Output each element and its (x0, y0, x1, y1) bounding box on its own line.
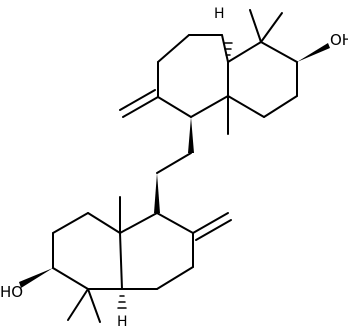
bond (260, 41, 298, 63)
bond (156, 212, 194, 234)
bond (157, 34, 190, 63)
bond (157, 96, 192, 118)
methyl-bond (67, 288, 89, 321)
hash-bond (223, 42, 233, 56)
top-ring-system (119, 9, 330, 153)
bond (87, 212, 121, 234)
methylene-bond (122, 96, 159, 118)
wedge-bond (154, 173, 160, 213)
wedge-bond (297, 43, 330, 62)
bond (52, 267, 89, 290)
bond (119, 212, 158, 234)
methyl-bond (87, 288, 101, 323)
methylene-bond (192, 212, 229, 234)
wedge-bond (19, 268, 53, 288)
methylene-bond (195, 219, 232, 241)
ho-label-bottom: HO (0, 283, 23, 301)
methyl-bond (249, 9, 262, 43)
bond (227, 41, 262, 63)
bond (263, 95, 298, 118)
hash-bond (117, 295, 127, 309)
h-label-top: H (214, 6, 225, 22)
bond (156, 266, 194, 290)
bond (190, 95, 229, 118)
bond (52, 212, 89, 234)
h-label-bottom: H (117, 314, 128, 330)
wedge-bond (188, 117, 194, 153)
ethylene-bridge (156, 152, 192, 174)
bond (227, 95, 265, 118)
methyl-bond (260, 12, 283, 43)
oh-label-top: OH (330, 31, 348, 49)
bottom-ring-system (19, 173, 232, 323)
bond (119, 232, 123, 290)
bridge-bond (156, 152, 192, 174)
methylene-bond (119, 89, 156, 111)
